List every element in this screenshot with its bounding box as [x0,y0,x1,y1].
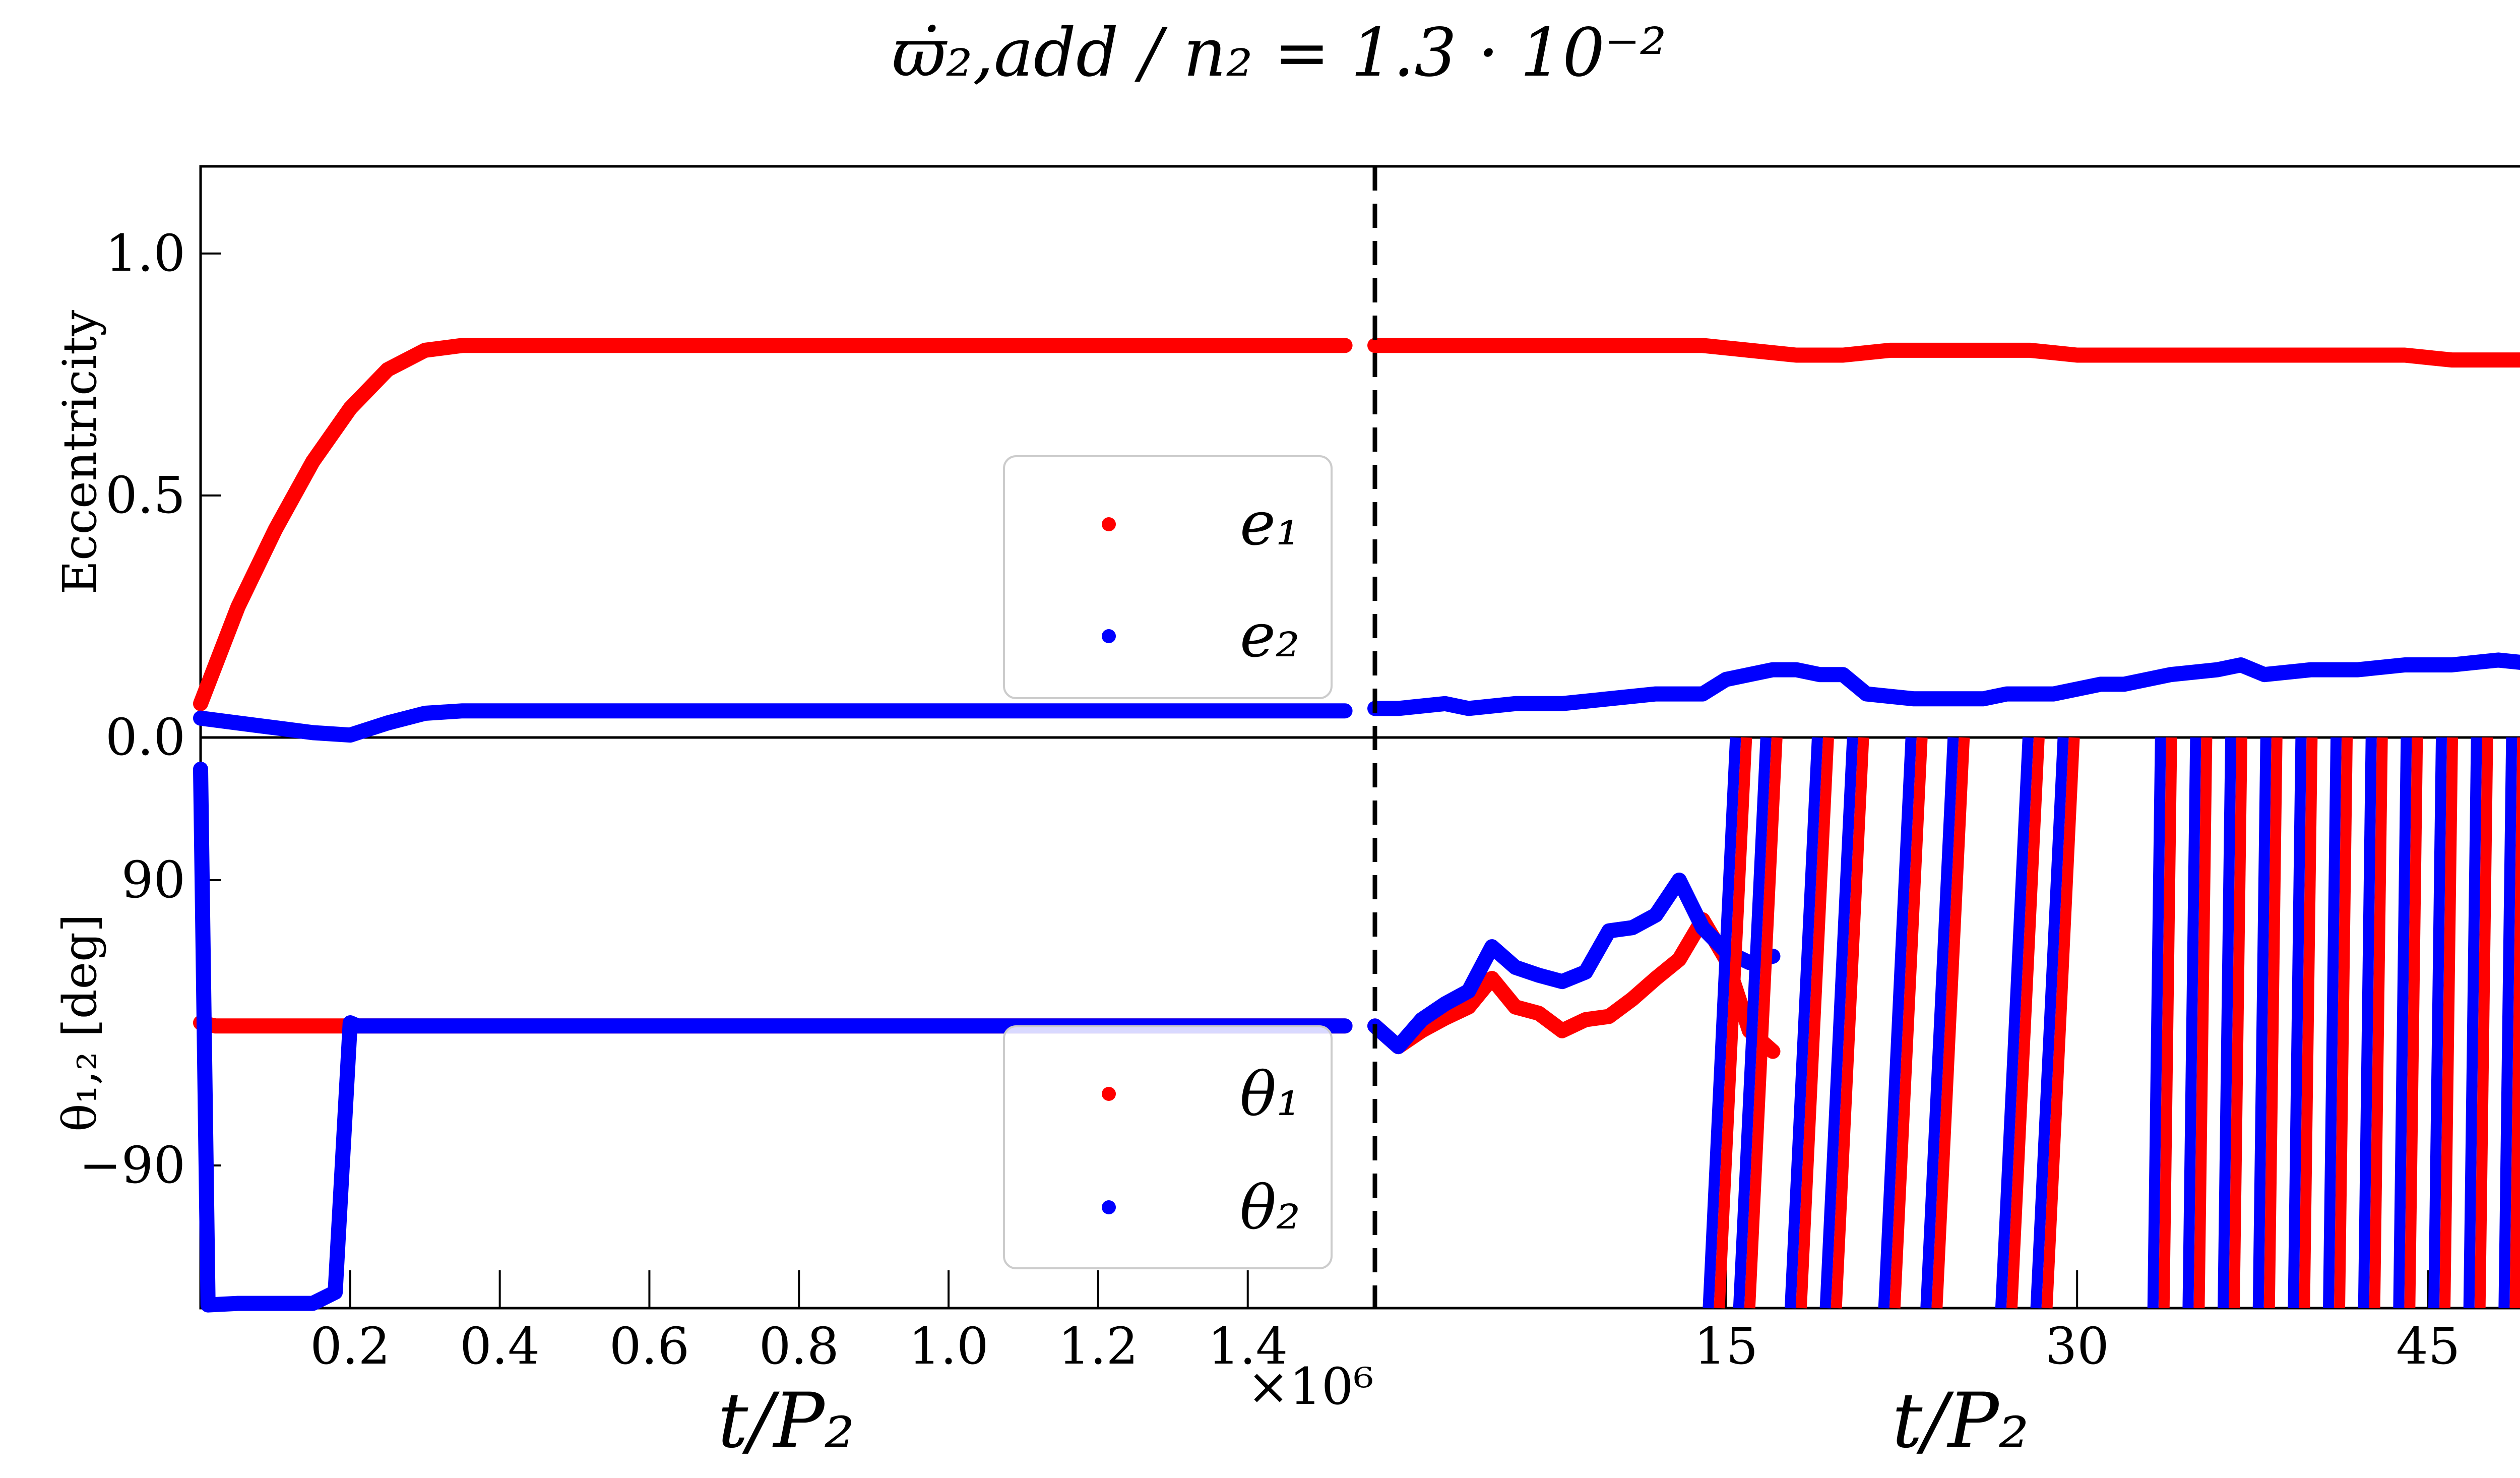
top-right-series-e2 [1367,652,2520,716]
legend-label-e2: e₂ [1240,601,1300,671]
legend-label-theta1: θ₁ [1240,1060,1300,1130]
top-legend-frame [1003,455,1333,699]
x-left-tick-label: 1.4 [1208,1317,1288,1376]
top-y-tick-label: 1.0 [105,224,185,283]
theta1-wrap-line [1889,737,1928,1309]
x-right-tick-label: 45 [2396,1317,2460,1376]
top-y-tick-label: 0.5 [105,466,185,525]
bottom-y-ticks: −90 90 [79,850,221,1195]
chart-title: ϖ̇₂,add / n₂ = 1.3 · 10⁻² [892,14,1666,92]
bottom-legend-frame [1003,1025,1333,1269]
bottom-y-tick-label: 90 [121,850,185,909]
theta2-wrap-line [2358,737,2377,1309]
theta1-wrap-line [2369,737,2388,1309]
theta1-wrap-line [2158,737,2177,1309]
bottom-y-tick-label: −90 [79,1136,185,1195]
top-legend: e₁ e₂ [1003,455,1333,699]
theta2-wrap-line [1784,737,1823,1309]
legend-marker-e2 [1102,629,1116,643]
x-ticks: 0.2 0.4 0.6 0.8 1.0 1.2 1.4 15 30 45 [310,1270,2460,1376]
theta2-wrap-line [2288,737,2307,1309]
theta2-wrap-line [1703,737,1741,1309]
theta1-wrap-line [1795,737,1834,1309]
theta2-wrap-line [2323,737,2342,1309]
theta2-wrap-line [2030,737,2069,1309]
theta1-wrap-line [2006,737,2045,1309]
theta2-wrap-line [2218,737,2237,1309]
bottom-ylabel: θ₁,₂ [deg] [53,914,107,1132]
theta1-wrap-line [1831,737,1869,1309]
theta2-wrap-line [2498,737,2517,1309]
theta2-wrap-line [1920,737,1959,1309]
legend-label-e1: e₁ [1240,489,1300,559]
theta2-wrap-line [2252,737,2272,1309]
theta2-wrap-line [1878,737,1917,1309]
theta1-wrap-line [2193,737,2213,1309]
x-offset-text: ×10⁶ [1247,1357,1373,1416]
theta2-wrap-line [2147,737,2166,1309]
x-left-tick-label: 0.8 [759,1317,839,1376]
bottom-left-series-theta2 [193,761,1353,1313]
legend-label-theta2: θ₂ [1240,1173,1300,1243]
theta1-wrap-line [2041,737,2080,1309]
x-left-tick-label: 0.2 [310,1317,390,1376]
theta2-wrap-line [1733,737,1772,1309]
theta2-wrap-line [1995,737,2034,1309]
x-left-tick-label: 0.4 [460,1317,540,1376]
theta1-wrap-line [2474,737,2493,1309]
theta2-wrap-line [1819,737,1858,1309]
top-panel-frame [199,165,2520,739]
theta1-wrap-line [2299,737,2318,1309]
theta2-wrap-line [2428,737,2447,1309]
theta2-wrap-line [2463,737,2482,1309]
top-y-tick-label: 0.0 [105,708,185,767]
top-right-series-e1 [1367,338,2520,368]
theta2-wrap-line [2393,737,2412,1309]
theta1-wrap-line [1931,737,1970,1309]
legend-marker-theta2 [1102,1200,1116,1214]
theta1-wrap-line [2263,737,2283,1309]
top-left-series-e1 [193,338,1353,711]
top-panel-data [193,338,2520,743]
bottom-right-series-theta2 [1367,873,1781,1055]
x-right-tick-label: 15 [1694,1317,1758,1376]
top-left-series-e2 [193,703,1353,743]
theta1-wrap-line [2404,737,2423,1309]
theta1-wrap-line [2229,737,2248,1309]
bottom-panel-data [193,737,2520,1313]
theta1-wrap-line [2509,737,2520,1309]
legend-marker-theta1 [1102,1087,1116,1101]
theta1-wrap-line [1714,737,1752,1309]
x-left-tick-label: 1.0 [909,1317,989,1376]
x-right-tick-label: 30 [2045,1317,2109,1376]
bottom-legend: θ₁ θ₂ [1003,1025,1333,1269]
x-left-tick-label: 0.6 [609,1317,689,1376]
x-left-tick-label: 1.2 [1058,1317,1138,1376]
top-y-ticks: 0.0 0.5 1.0 [105,224,221,767]
theta2-wrap-line [2182,737,2201,1309]
theta1-wrap-line [1744,737,1783,1309]
theta1-wrap-line [2334,737,2353,1309]
x-label-right: t/P₂ [1892,1377,2029,1465]
top-ylabel: Eccentricity [53,310,107,594]
x-label-left: t/P₂ [718,1377,855,1465]
theta1-wrap-line [2439,737,2459,1309]
legend-marker-e1 [1102,517,1116,531]
